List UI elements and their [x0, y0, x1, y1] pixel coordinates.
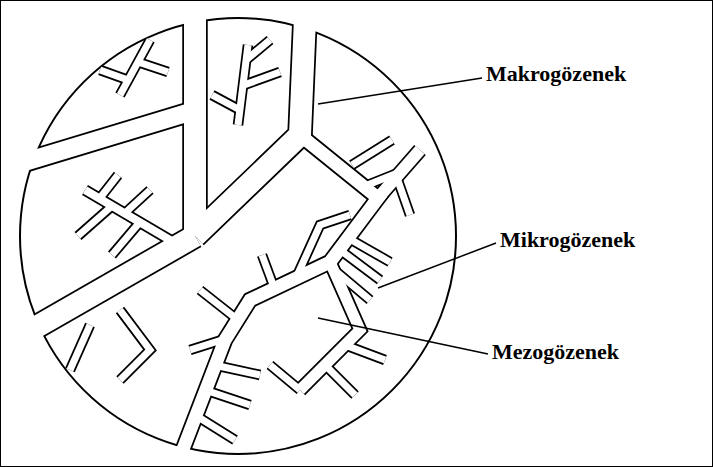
macropore-label: Makrogözenek — [486, 62, 626, 86]
pore-channel — [396, 175, 410, 215]
pore-channel — [345, 345, 385, 360]
pore-channel — [244, 72, 280, 85]
pore-channel — [190, 338, 228, 350]
pore-channel — [100, 70, 128, 80]
pore-channel — [120, 310, 150, 380]
leader-line — [378, 243, 496, 288]
pore-channel — [100, 70, 128, 80]
pore-channel — [214, 365, 260, 375]
pore-channel — [270, 365, 300, 390]
pore-channel — [125, 190, 150, 213]
pore-channel — [352, 140, 392, 165]
pore-channel — [78, 206, 112, 236]
pore-channel — [244, 72, 280, 85]
pore-channel — [5, 236, 195, 345]
pore-channel — [15, 112, 190, 165]
pore-channel — [5, 236, 195, 345]
pore-channel — [214, 365, 260, 375]
pore-channel — [100, 175, 118, 198]
pore-channel — [270, 365, 300, 390]
pore-channel — [112, 222, 140, 255]
pore-channel — [212, 95, 240, 110]
pore-channel — [396, 175, 410, 215]
particle-outline — [20, 18, 456, 454]
pore-channel — [195, 415, 235, 440]
pore-channel — [138, 62, 168, 72]
pore-channel — [205, 390, 250, 405]
pore-channel — [138, 62, 168, 72]
pore-channel — [345, 345, 385, 360]
pore-channel — [70, 325, 90, 370]
pore-channel — [200, 290, 238, 320]
pore-channel — [262, 255, 275, 290]
pore-channel — [325, 365, 355, 395]
pore-channel — [120, 310, 150, 380]
mesopore-label: Mezogözenek — [492, 340, 619, 364]
leader-lines — [318, 78, 496, 354]
pore-channel — [332, 268, 370, 300]
pore-channel — [325, 365, 355, 395]
leader-line — [318, 78, 482, 104]
pore-channel — [175, 135, 378, 467]
micropore-label: Mikrogözenek — [500, 228, 635, 252]
pore-channel — [100, 175, 118, 198]
pore-channel — [112, 222, 140, 255]
pore-channel — [78, 206, 112, 236]
pore-channel — [352, 140, 392, 165]
pore-channel — [195, 0, 306, 236]
pore-channel — [195, 0, 306, 236]
pore-channel — [125, 190, 150, 213]
pore-channel — [246, 40, 270, 60]
leader-line — [318, 318, 488, 354]
pore-channel — [15, 112, 190, 165]
pore-channel — [212, 95, 240, 110]
pore-channel — [296, 215, 350, 278]
pore-channel — [200, 290, 238, 320]
pore-channel — [205, 390, 250, 405]
pore-channel — [70, 325, 90, 370]
pore-channel — [195, 415, 235, 440]
